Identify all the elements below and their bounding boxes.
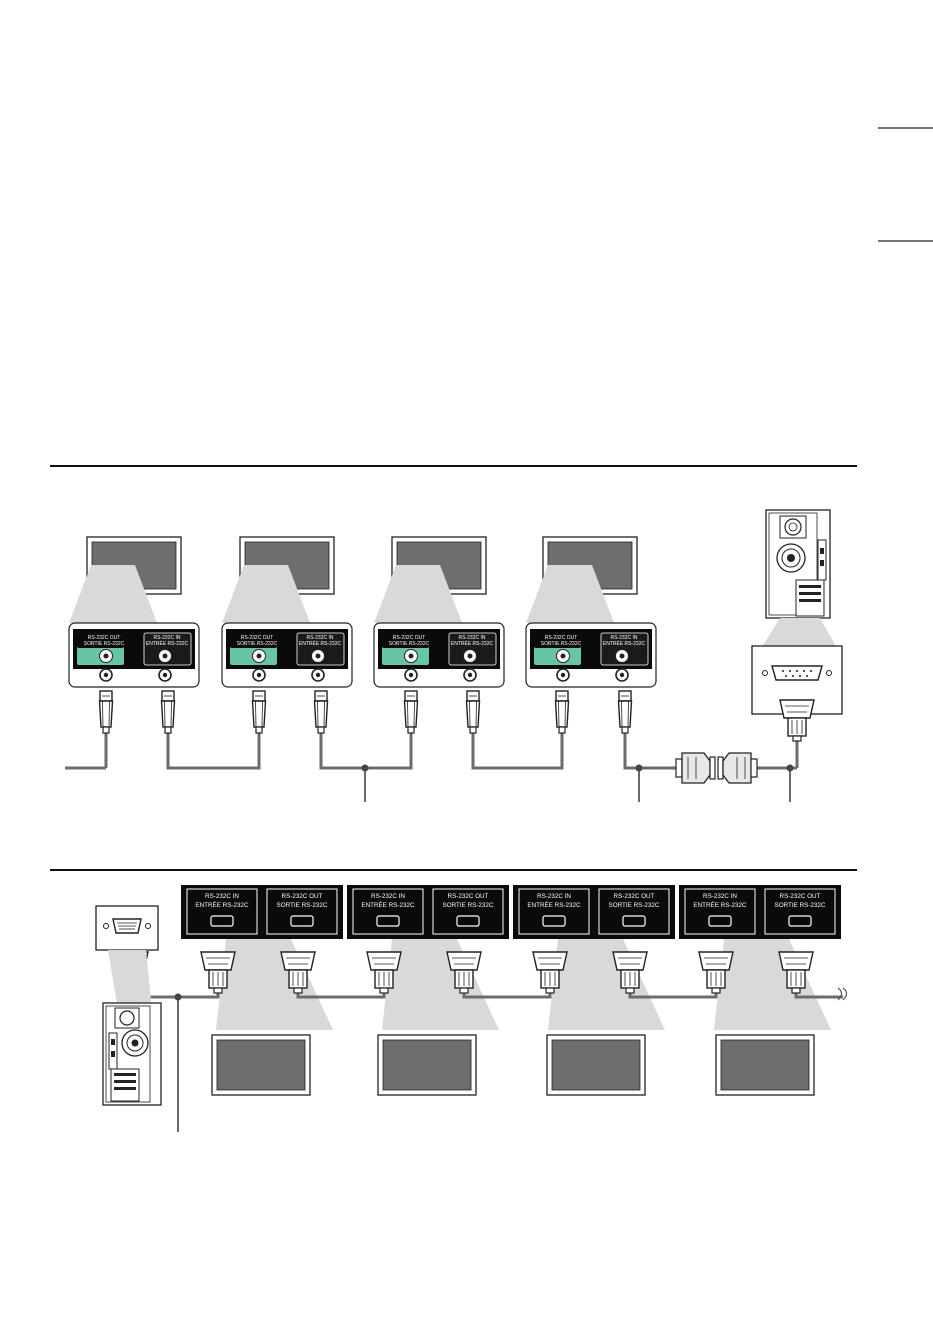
b4-out-label-2: SORTIE RS-232C — [775, 902, 826, 909]
bottom-monitor-4-screen — [715, 1034, 815, 1096]
m4-in-label-1: RS-232C IN — [611, 635, 638, 641]
pc-db9-plug-top — [779, 699, 815, 742]
m3-in-label-2: ENTRÉE RS-232C — [451, 640, 494, 647]
b3-in-label-2: ENTRÉE RS-232C — [527, 900, 581, 909]
bottom-diagram: RS-232C IN ENTRÉE RS-232C RS-232C OUT SO… — [95, 884, 848, 1132]
m4-out-label-2: SORTIE RS-232C — [541, 641, 582, 647]
m3-in-plug — [465, 690, 481, 734]
b2-out-label-1: RS-232C OUT — [448, 893, 489, 900]
b4-out-label-1: RS-232C OUT — [780, 893, 821, 900]
b1-in-label-1: RS-232C IN — [205, 893, 239, 900]
m2-out-label-2: SORTIE RS-232C — [237, 641, 278, 647]
bottom-monitor-3-screen — [546, 1034, 646, 1096]
b3-out-label-2: SORTIE RS-232C — [609, 902, 660, 909]
b3-in-label-1: RS-232C IN — [537, 893, 571, 900]
m2-in-label-2: ENTRÉE RS-232C — [299, 640, 342, 647]
m1-out-label-1: RS-232C OUT — [88, 635, 121, 641]
b4-in-label-2: ENTRÉE RS-232C — [693, 900, 747, 909]
cable-break-mark — [837, 987, 848, 1001]
m3-in-label-1: RS-232C IN — [459, 635, 486, 641]
bottom-monitor-1-screen — [211, 1034, 311, 1096]
b1-out-label-2: SORTIE RS-232C — [277, 902, 328, 909]
b3-out-label-1: RS-232C OUT — [614, 893, 655, 900]
m2-in-label-1: RS-232C IN — [307, 635, 334, 641]
m2-out-label-1: RS-232C OUT — [241, 635, 274, 641]
pc-tower-top — [765, 509, 831, 619]
serial-adapter-left — [675, 752, 716, 784]
b4-in-label-1: RS-232C IN — [703, 893, 737, 900]
m1-out-label-2: SORTIE RS-232C — [84, 641, 125, 647]
m2-in-plug — [313, 690, 329, 734]
m4-out-label-1: RS-232C OUT — [545, 635, 578, 641]
m1-in-label-1: RS-232C IN — [154, 635, 181, 641]
m4-out-plug — [554, 690, 570, 734]
m3-out-label-1: RS-232C OUT — [393, 635, 426, 641]
m4-in-plug — [617, 690, 633, 734]
serial-adapter-right — [717, 752, 758, 784]
b1-out-label-1: RS-232C OUT — [282, 893, 323, 900]
m3-out-label-2: SORTIE RS-232C — [389, 641, 430, 647]
m1-out-plug — [98, 690, 114, 734]
b1-in-label-2: ENTRÉE RS-232C — [195, 900, 249, 909]
b2-in-label-1: RS-232C IN — [371, 893, 405, 900]
pc-serial-port-box-bottom — [95, 905, 159, 951]
pc-tower-bottom — [102, 1002, 162, 1106]
bottom-monitor-2-screen — [377, 1034, 477, 1096]
b2-in-label-2: ENTRÉE RS-232C — [361, 900, 415, 909]
m3-out-plug — [403, 690, 419, 734]
pc-zoom-beam-bottom — [108, 950, 152, 1010]
m1-in-label-2: ENTRÉE RS-232C — [146, 640, 189, 647]
top-diagram: RS-232C OUT SORTIE RS-232C RS-232C IN EN… — [65, 509, 843, 802]
top-ground-leads — [364, 768, 791, 802]
pc-zoom-beam-top — [760, 618, 838, 650]
m1-in-plug — [160, 690, 176, 734]
m2-out-plug — [251, 690, 267, 734]
m4-in-label-2: ENTRÉE RS-232C — [603, 640, 646, 647]
b2-out-label-2: SORTIE RS-232C — [443, 902, 494, 909]
